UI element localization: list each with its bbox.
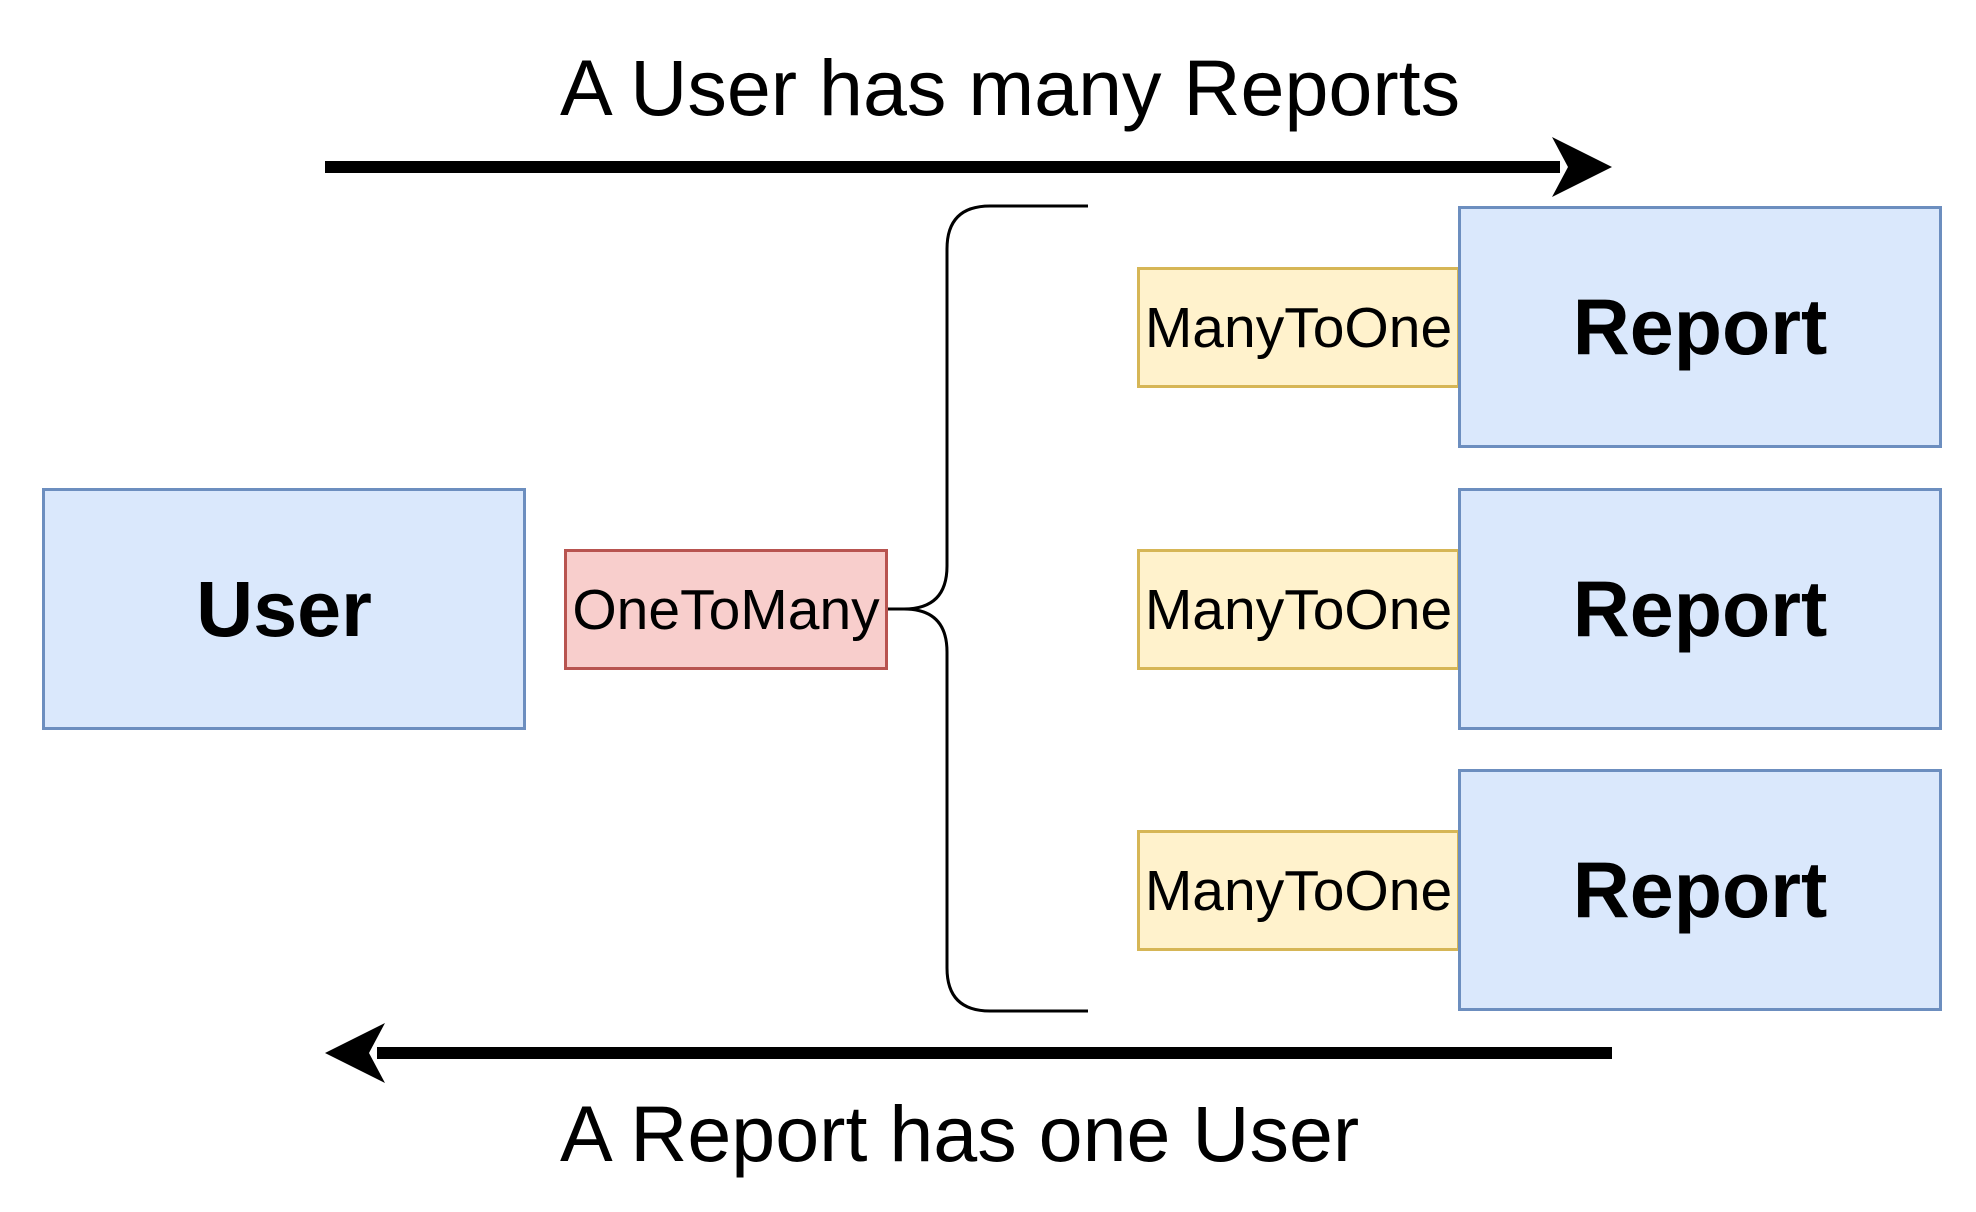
many-to-one-label-2: ManyToOne: [1137, 549, 1460, 670]
caption-report-has-one-user: A Report has one User: [560, 1089, 1360, 1178]
arrow-left: [325, 1023, 1612, 1083]
arrow-right: [325, 137, 1612, 197]
many-to-one-label-1: ManyToOne: [1137, 267, 1460, 388]
curly-brace: [888, 204, 1088, 1013]
report-entity-1: Report: [1458, 206, 1942, 448]
user-entity: User: [42, 488, 526, 730]
many-to-one-label-3: ManyToOne: [1137, 830, 1460, 951]
report-entity-3: Report: [1458, 769, 1942, 1011]
one-to-many-label: OneToMany: [564, 549, 888, 670]
report-entity-2: Report: [1458, 488, 1942, 730]
caption-user-has-many-reports: A User has many Reports: [560, 43, 1461, 132]
